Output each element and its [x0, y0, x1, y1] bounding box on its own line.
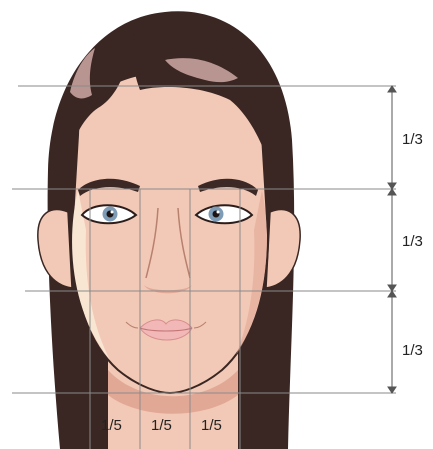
- middle-third-label: 1/3: [402, 233, 423, 250]
- vertical-dimension-arrow: [388, 86, 396, 393]
- fifth-label-left: 1/5: [101, 417, 122, 434]
- fifth-label-center: 1/5: [151, 417, 172, 434]
- lower-third-label: 1/3: [402, 342, 423, 359]
- upper-third-label: 1/3: [402, 131, 423, 148]
- fifth-label-right: 1/5: [201, 417, 222, 434]
- right-ear: [266, 209, 300, 288]
- left-ear: [38, 209, 72, 288]
